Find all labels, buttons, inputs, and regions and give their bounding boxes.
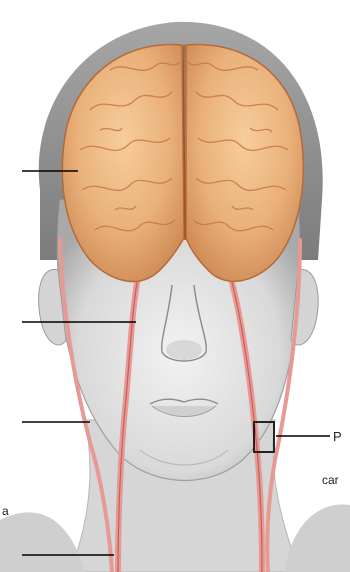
right-box-label: P bbox=[333, 430, 342, 443]
nose-tip bbox=[166, 340, 202, 360]
right-sub-label: car bbox=[322, 474, 339, 486]
neck-shadow bbox=[0, 512, 85, 572]
neck-shadow-right bbox=[285, 504, 350, 572]
left-fragment-label: a bbox=[2, 505, 9, 517]
